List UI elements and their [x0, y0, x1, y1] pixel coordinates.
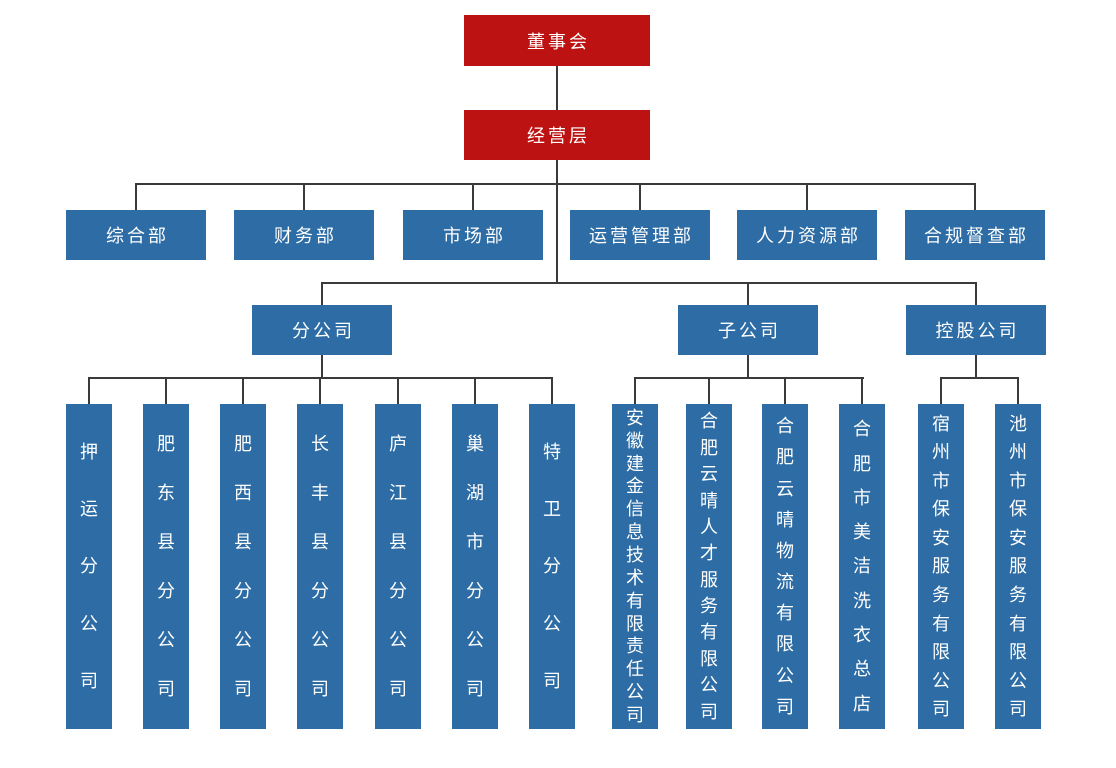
- connector-line: [940, 377, 942, 404]
- connector-line: [974, 183, 976, 210]
- connector-line: [319, 377, 321, 404]
- connector-line: [747, 355, 749, 379]
- connector-line: [975, 355, 977, 379]
- connector-line: [321, 282, 323, 305]
- connector-line: [551, 377, 553, 404]
- board-box: 董事会: [464, 15, 650, 66]
- dept-box-marketing: 市场部: [403, 210, 543, 260]
- connector-line: [135, 183, 137, 210]
- connector-line: [708, 377, 710, 404]
- company-box: 长丰县分公司: [297, 404, 343, 729]
- company-box: 池州市保安服务有限公司: [995, 404, 1041, 729]
- connector-line: [634, 377, 864, 379]
- connector-line: [303, 183, 305, 210]
- dept-box-operations: 运营管理部: [570, 210, 710, 260]
- management-box: 经营层: [464, 110, 650, 160]
- connector-line: [806, 183, 808, 210]
- company-box: 合肥市美洁洗衣总店: [839, 404, 885, 729]
- connector-line: [975, 282, 977, 305]
- group-box-subsidiaries: 子公司: [678, 305, 818, 355]
- company-box: 肥西县分公司: [220, 404, 266, 729]
- connector-line: [242, 377, 244, 404]
- group-box-holdings: 控股公司: [906, 305, 1046, 355]
- company-box: 庐江县分公司: [375, 404, 421, 729]
- connector-line: [940, 377, 1019, 379]
- company-box: 合肥云晴物流有限公司: [762, 404, 808, 729]
- connector-line: [397, 377, 399, 404]
- connector-line: [634, 377, 636, 404]
- company-box: 特卫分公司: [529, 404, 575, 729]
- company-box: 安徽建金信息技术有限责任公司: [612, 404, 658, 729]
- dept-box-compliance: 合规督查部: [905, 210, 1045, 260]
- connector-line: [1017, 377, 1019, 404]
- connector-line: [472, 183, 474, 210]
- company-box: 押运分公司: [66, 404, 112, 729]
- connector-line: [556, 160, 558, 284]
- connector-line: [784, 377, 786, 404]
- connector-line: [135, 183, 976, 185]
- connector-line: [747, 282, 749, 305]
- group-box-branches: 分公司: [252, 305, 392, 355]
- connector-line: [861, 377, 863, 404]
- connector-line: [88, 377, 90, 404]
- connector-line: [474, 377, 476, 404]
- company-box: 巢湖市分公司: [452, 404, 498, 729]
- connector-line: [639, 183, 641, 210]
- connector-line: [165, 377, 167, 404]
- company-box: 宿州市保安服务有限公司: [918, 404, 964, 729]
- connector-line: [321, 282, 977, 284]
- company-box: 肥东县分公司: [143, 404, 189, 729]
- dept-box-finance: 财务部: [234, 210, 374, 260]
- dept-box-hr: 人力资源部: [737, 210, 877, 260]
- dept-box-general: 综合部: [66, 210, 206, 260]
- connector-line: [556, 66, 558, 110]
- connector-line: [321, 355, 323, 379]
- company-box: 合肥云晴人才服务有限公司: [686, 404, 732, 729]
